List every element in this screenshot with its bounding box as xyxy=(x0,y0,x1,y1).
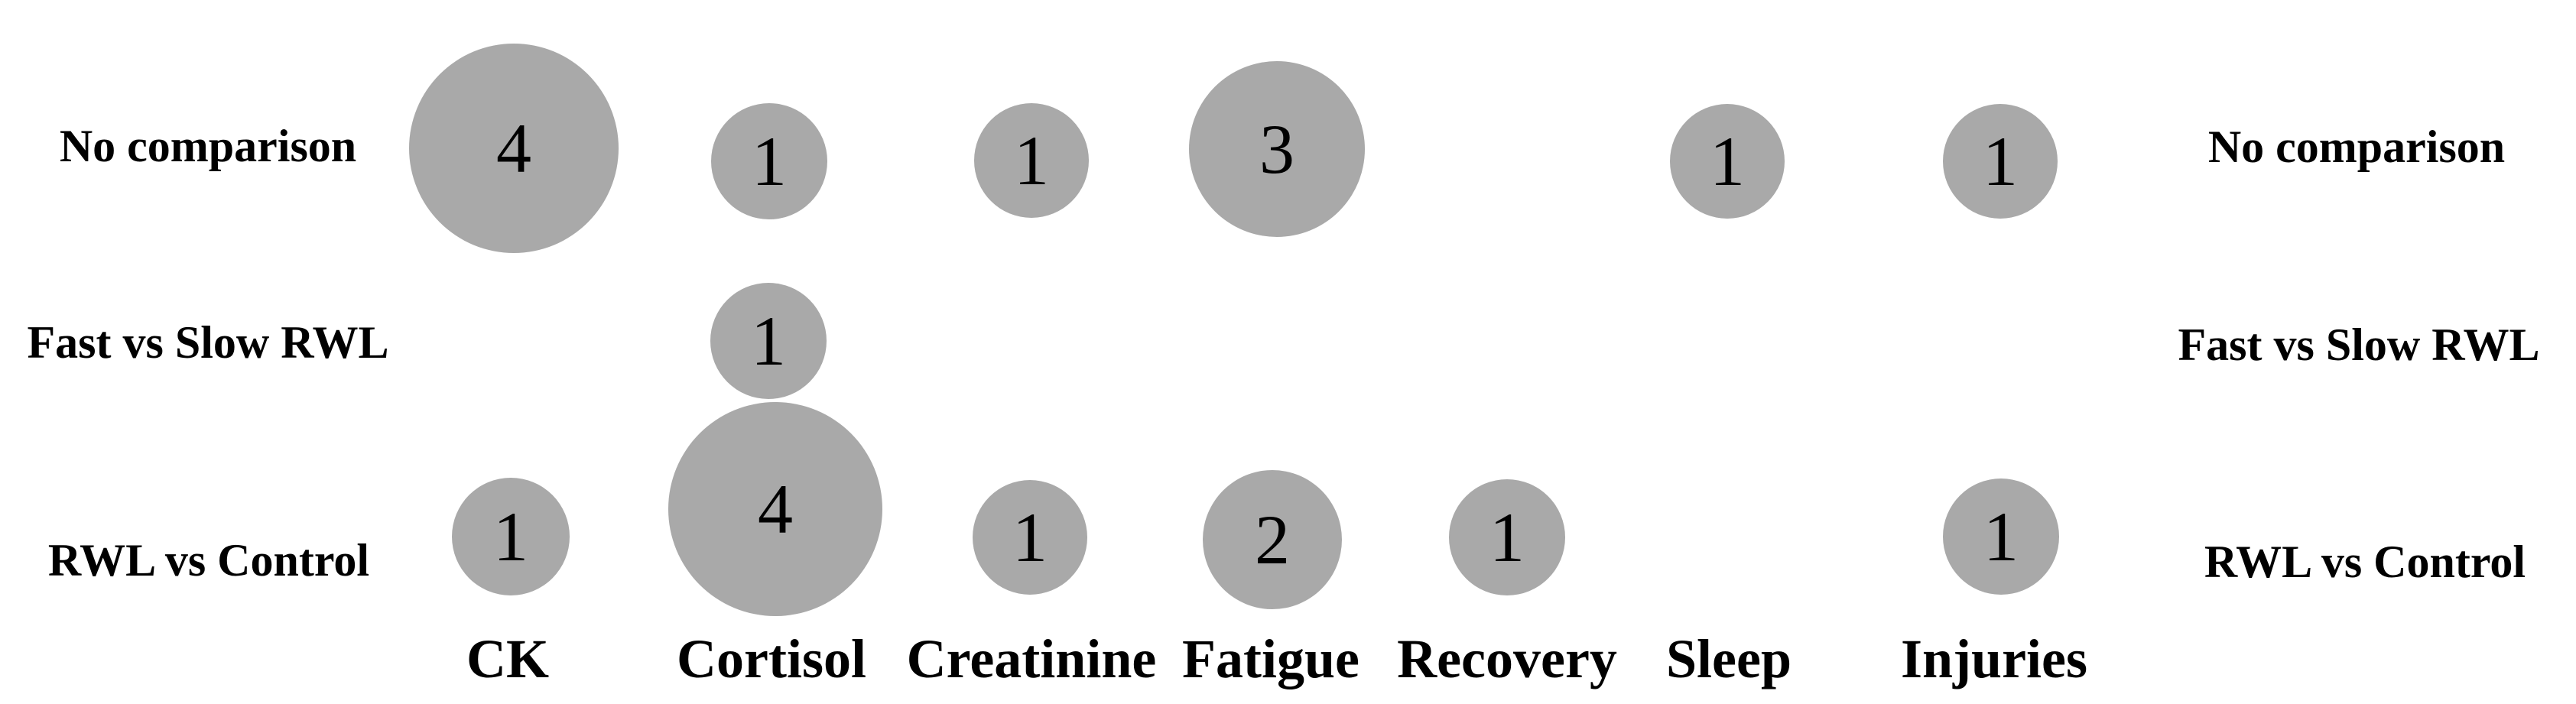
row-label-right-no-comparison: No comparison xyxy=(2207,122,2506,172)
row-label-right-rwl-vs-control: RWL vs Control xyxy=(2204,537,2526,587)
bubble-creatinine-no-comparison: 1 xyxy=(974,103,1089,218)
row-label-left-fast-vs-slow-rwl: Fast vs Slow RWL xyxy=(27,317,389,368)
column-label-ck: CK xyxy=(466,628,549,689)
row-label-left-rwl-vs-control: RWL vs Control xyxy=(47,535,370,586)
column-label-recovery: Recovery xyxy=(1397,628,1617,689)
bubble-creatinine-rwl-vs-control: 1 xyxy=(973,480,1087,595)
bubble-injuries-no-comparison: 1 xyxy=(1943,104,2058,219)
bubble-cortisol-no-comparison: 1 xyxy=(711,103,827,219)
bubble-ck-rwl-vs-control: 1 xyxy=(452,478,570,595)
bubble-cortisol-rwl-vs-control: 4 xyxy=(668,402,882,616)
bubble-sleep-no-comparison: 1 xyxy=(1670,104,1785,219)
bubble-fatigue-no-comparison: 3 xyxy=(1189,61,1365,237)
column-label-fatigue: Fatigue xyxy=(1182,628,1359,689)
bubble-injuries-rwl-vs-control: 1 xyxy=(1943,479,2059,595)
bubble-cortisol-fast-vs-slow-rwl: 1 xyxy=(710,283,827,399)
bubble-fatigue-rwl-vs-control: 2 xyxy=(1203,470,1342,609)
column-label-injuries: Injuries xyxy=(1900,628,2088,689)
column-label-sleep: Sleep xyxy=(1665,628,1792,689)
bubble-ck-no-comparison: 4 xyxy=(409,44,619,253)
column-label-cortisol: Cortisol xyxy=(677,628,866,689)
row-label-right-fast-vs-slow-rwl: Fast vs Slow RWL xyxy=(2178,320,2540,370)
bubble-recovery-rwl-vs-control: 1 xyxy=(1449,479,1565,595)
column-label-creatinine: Creatinine xyxy=(906,628,1157,689)
row-label-left-no-comparison: No comparison xyxy=(59,121,357,171)
